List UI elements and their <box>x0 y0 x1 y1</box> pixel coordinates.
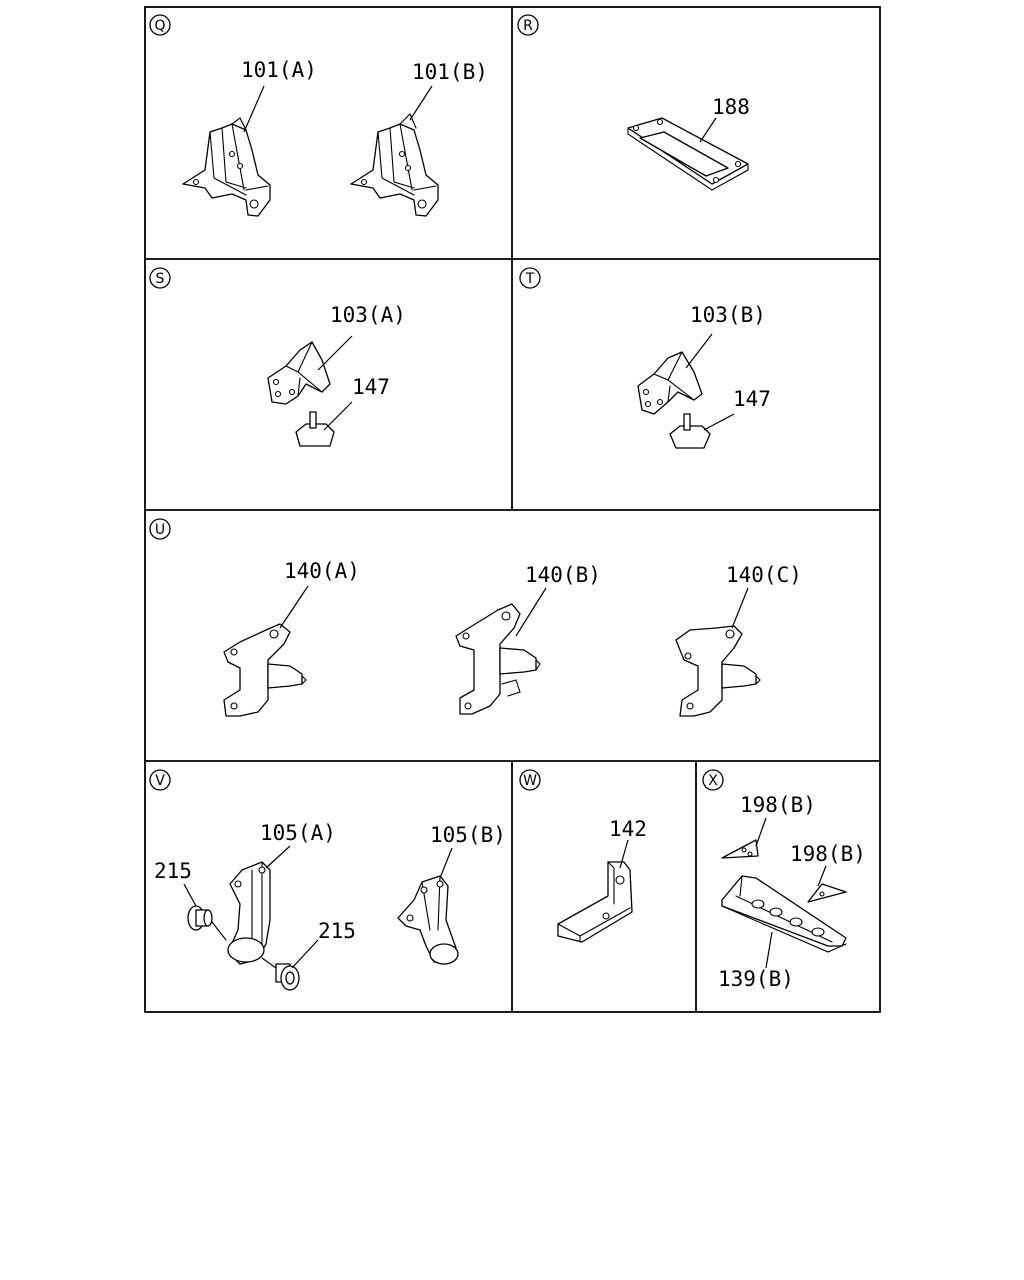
section-w: W 142 <box>519 769 647 943</box>
section-q-marker: Q <box>149 14 171 36</box>
leader-140b <box>515 587 547 637</box>
label-198b-left: 198(B) <box>740 793 816 817</box>
bracket-142 <box>557 861 633 943</box>
label-188: 188 <box>712 95 750 119</box>
section-v-marker: V <box>149 769 171 791</box>
leader-140a <box>279 585 309 629</box>
section-x-marker: X <box>702 769 724 791</box>
grid-frame <box>144 6 881 1013</box>
bracket-103b <box>637 351 703 415</box>
label-142: 142 <box>609 817 647 841</box>
crossmember-139b <box>721 875 847 953</box>
leader-215-right <box>291 939 319 969</box>
section-q: Q 101(A) 101(B) <box>149 14 488 217</box>
label-101a: 101(A) <box>241 58 317 82</box>
section-s: S 103(A) 147 <box>149 267 406 447</box>
section-s-marker: S <box>149 267 171 289</box>
section-u: U 140(A) <box>149 518 802 717</box>
bracket-101a <box>182 117 271 217</box>
plate-188 <box>627 117 749 191</box>
section-r-letter: R <box>523 18 533 34</box>
leader-139b <box>765 931 773 969</box>
label-105b: 105(B) <box>430 823 506 847</box>
label-140c: 140(C) <box>726 563 802 587</box>
leader-188 <box>699 117 717 143</box>
bushing-215-right <box>261 957 300 991</box>
knuckle-140a <box>223 623 307 717</box>
section-v: V <box>149 769 506 991</box>
leader-198b-right <box>817 865 827 887</box>
leader-140c <box>731 587 749 629</box>
bracket-103a <box>267 341 331 405</box>
section-u-letter: U <box>155 522 165 538</box>
arm-105a <box>227 861 271 965</box>
bushing-215-left <box>187 905 227 941</box>
leader-101b <box>409 85 433 121</box>
section-w-letter: W <box>523 773 537 789</box>
label-198b-right: 198(B) <box>790 842 866 866</box>
section-t-marker: T <box>519 267 541 289</box>
section-x: X 198(B) 198(B) 139(B) <box>702 769 866 991</box>
leader-105b <box>439 847 453 879</box>
bracket-101b <box>350 113 439 217</box>
leader-105a <box>265 845 291 869</box>
leader-147-s <box>323 401 353 431</box>
plate-198b-right <box>807 883 847 903</box>
label-147-s: 147 <box>352 375 390 399</box>
leader-103a <box>317 335 353 371</box>
section-r-marker: R <box>517 14 539 36</box>
knuckle-140c <box>675 625 761 717</box>
label-215-right: 215 <box>318 919 356 943</box>
section-w-marker: W <box>519 769 541 791</box>
leader-198b-left <box>755 817 767 847</box>
leader-142 <box>619 839 629 869</box>
knuckle-140b <box>455 603 541 715</box>
leader-215-left <box>183 883 197 907</box>
section-t-letter: T <box>525 271 535 287</box>
label-139b: 139(B) <box>718 967 794 991</box>
section-t: T 103(B) 147 <box>519 267 771 449</box>
leader-103b <box>685 333 713 369</box>
section-x-letter: X <box>708 773 718 789</box>
label-103b: 103(B) <box>690 303 766 327</box>
section-r: R 188 <box>517 14 750 191</box>
section-s-letter: S <box>156 271 165 287</box>
label-101b: 101(B) <box>412 60 488 84</box>
section-q-letter: Q <box>154 18 165 34</box>
label-103a: 103(A) <box>330 303 406 327</box>
label-140a: 140(A) <box>284 559 360 583</box>
label-140b: 140(B) <box>525 563 601 587</box>
plate-198b-left <box>721 839 759 859</box>
label-215-left: 215 <box>154 859 192 883</box>
section-v-letter: V <box>155 773 165 789</box>
leader-147-t <box>703 413 735 431</box>
mount-147-s <box>295 411 335 447</box>
label-147-t: 147 <box>733 387 771 411</box>
section-u-marker: U <box>149 518 171 540</box>
label-105a: 105(A) <box>260 821 336 845</box>
mount-147-t <box>669 413 711 449</box>
arm-105b <box>397 875 459 965</box>
leader-101a <box>243 85 265 133</box>
